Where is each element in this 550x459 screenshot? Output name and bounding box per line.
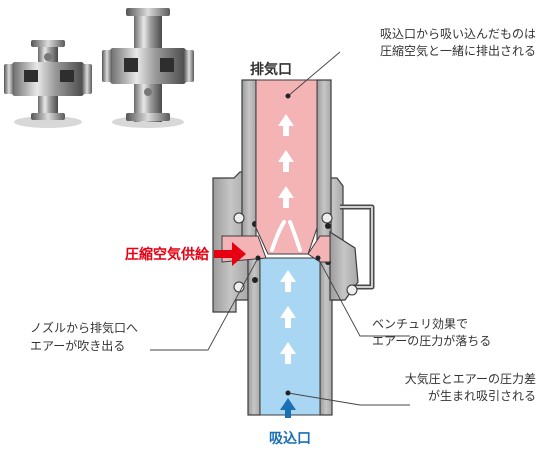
white-up-arrow-icon [278, 114, 294, 136]
note-pressure-line-1: 大気圧とエアーの圧力差 [405, 371, 536, 386]
note-venturi-line-1: ベンチュリ効果で [372, 316, 468, 331]
exhaust-port-label: 排気口 [250, 61, 292, 78]
white-up-arrow-icon [280, 306, 296, 328]
white-up-arrow-icon [278, 186, 294, 208]
product-photo-tall [102, 8, 194, 128]
note-top-line-2: 圧縮空気と一緒に排出される [380, 43, 536, 58]
leader-lines [150, 51, 410, 406]
flow-arrows-exhaust [278, 114, 294, 208]
note-nozzle-line-2: エアーが吹き出る [30, 338, 125, 353]
nozzle-chamber-right [307, 235, 331, 263]
suction-flow-channel [259, 257, 321, 416]
red-right-arrow-icon [214, 242, 246, 266]
air-supply-label: 圧縮空気供給 [125, 246, 210, 263]
note-nozzle-line-1: ノズルから排気口へ [30, 320, 138, 335]
nozzle-airflow-lines [270, 220, 302, 252]
white-up-arrow-icon [280, 342, 296, 364]
product-photo-small [4, 40, 92, 128]
flow-arrows-suction [280, 270, 296, 364]
ejector-body-section [212, 79, 375, 416]
white-up-arrow-icon [278, 150, 294, 172]
white-up-arrow-icon [280, 270, 296, 292]
note-venturi-line-2: エアーの圧力が落ちる [372, 333, 491, 348]
suction-port-label: 吸込口 [269, 430, 311, 447]
blue-up-arrow-icon [280, 398, 296, 418]
note-pressure-line-2: が生まれ吸引される [428, 388, 536, 403]
note-top-line-1: 吸込口から吸い込んだものは [380, 27, 536, 41]
